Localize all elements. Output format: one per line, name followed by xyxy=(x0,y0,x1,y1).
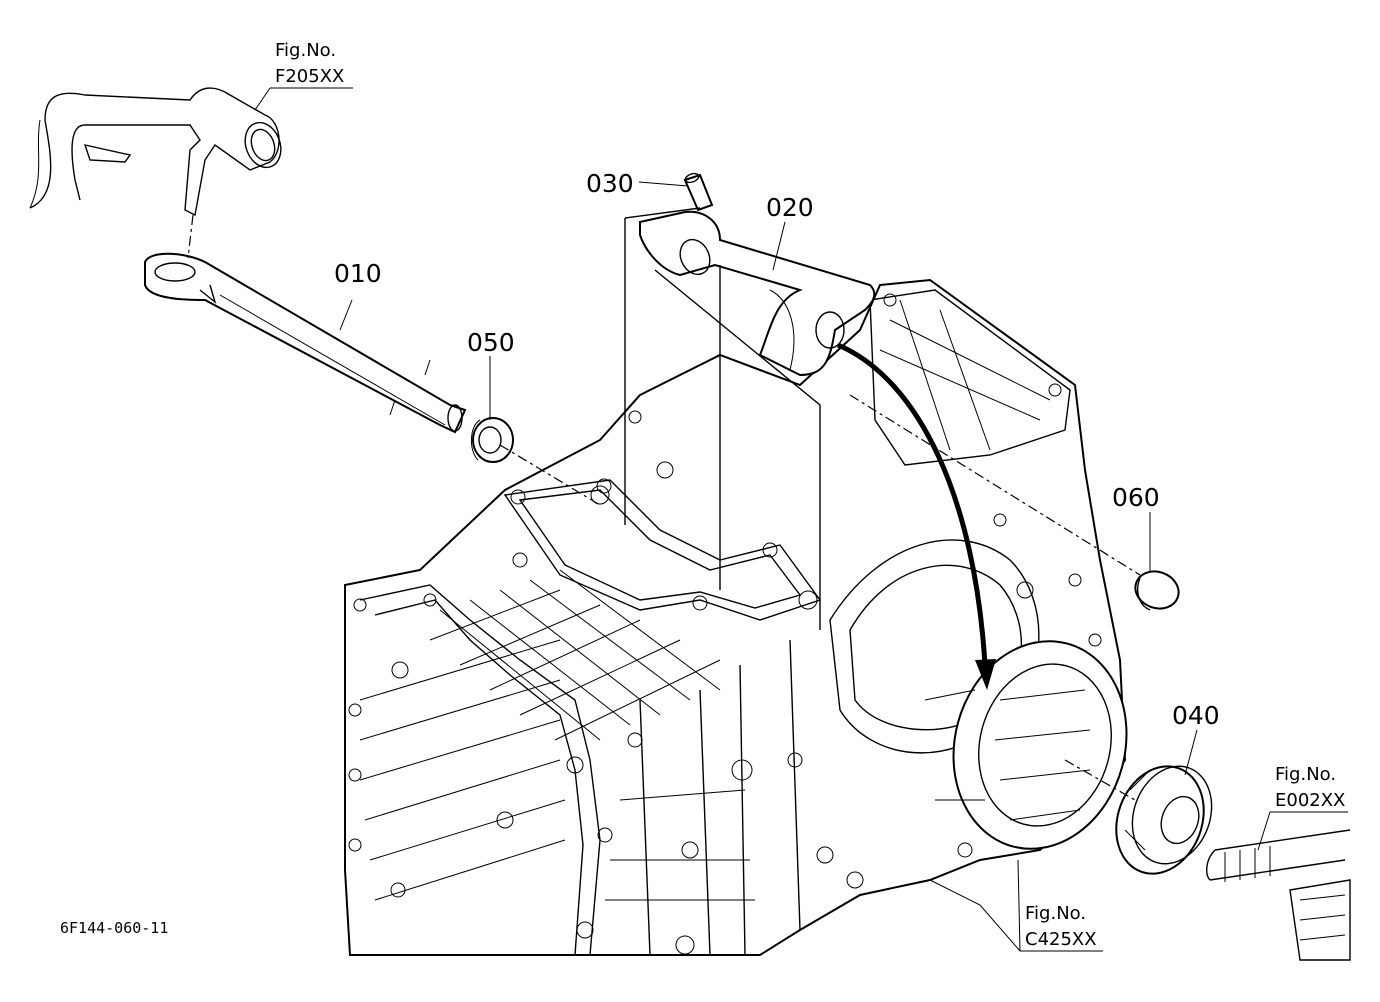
spline-shaft xyxy=(1206,829,1351,961)
label-030: 030 xyxy=(586,169,634,198)
part-040-coupling xyxy=(1115,765,1213,875)
label-050: 050 xyxy=(467,328,515,357)
part-030-pin xyxy=(683,172,714,212)
label-010: 010 xyxy=(334,259,382,288)
part-060-plug xyxy=(1134,570,1180,611)
drawing-code: 6F144-060-11 xyxy=(60,919,168,937)
part-010-rod xyxy=(144,252,467,434)
linkage-pipe xyxy=(29,87,282,217)
fig-ref-c425-line1: Fig.No. xyxy=(1025,903,1086,924)
part-050-seal xyxy=(471,417,514,463)
fig-ref-f205-line2: F205XX xyxy=(275,66,344,87)
label-060: 060 xyxy=(1112,483,1160,512)
label-020: 020 xyxy=(766,193,814,222)
assembly-arrow xyxy=(837,342,996,690)
part-020-fork xyxy=(639,210,876,377)
fig-ref-e002: Fig.No. E002XX xyxy=(1257,764,1348,851)
fig-ref-e002-line2: E002XX xyxy=(1275,790,1345,811)
label-040: 040 xyxy=(1172,701,1220,730)
fig-ref-c425-line2: C425XX xyxy=(1025,929,1097,950)
fig-ref-c425: Fig.No. C425XX xyxy=(929,859,1103,952)
fig-ref-f205-line1: Fig.No. xyxy=(275,40,336,61)
transmission-case xyxy=(344,278,1127,956)
fig-ref-e002-line1: Fig.No. xyxy=(1275,764,1336,785)
assembly-lines xyxy=(187,181,1198,801)
fig-ref-f205: Fig.No. F205XX xyxy=(254,40,353,111)
bearing-cover xyxy=(924,640,1128,850)
